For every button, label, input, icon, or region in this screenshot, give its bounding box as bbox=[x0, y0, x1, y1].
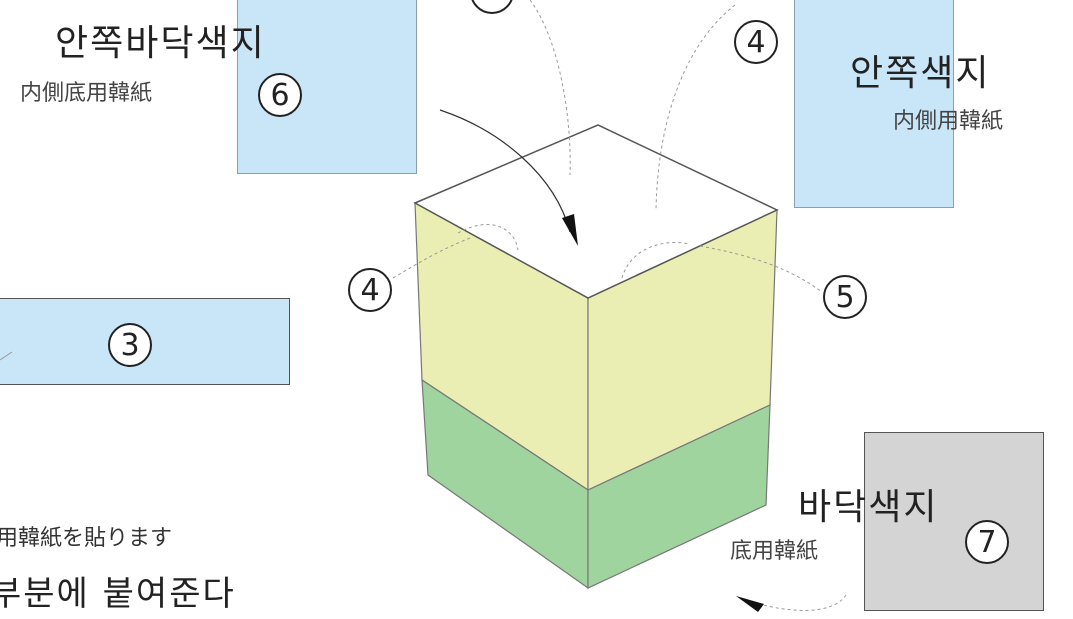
arrow-head-left bbox=[736, 596, 764, 612]
box-top-opening bbox=[413, 124, 779, 299]
inner-side-label-jp: 内側用韓紙 bbox=[893, 109, 1004, 134]
step-number-5: 5 bbox=[823, 275, 867, 319]
arrow-head-down bbox=[562, 214, 578, 246]
step-number-6: 6 bbox=[258, 73, 302, 117]
instruction-ko: 부분에 붙여준다 bbox=[0, 574, 236, 614]
inner-side-label-ko: 안쪽색지 bbox=[850, 53, 991, 94]
step-number-3: 3 bbox=[108, 323, 152, 367]
bottom-label-jp: 底用韓紙 bbox=[730, 539, 819, 564]
inner-bottom-label-ko: 안쪽바닥색지 bbox=[55, 23, 266, 64]
bottom-label-ko: 바닥색지 bbox=[798, 487, 939, 528]
box-right-lower-face bbox=[587, 404, 771, 589]
step-number-7: 7 bbox=[965, 520, 1009, 564]
inner-bottom-label-jp: 内側底用韓紙 bbox=[20, 81, 153, 106]
instruction-jp: 用韓紙を貼ります bbox=[0, 526, 173, 551]
bottom-paper bbox=[864, 432, 1044, 611]
step-number-4-top: 4 bbox=[734, 20, 778, 64]
step-number-4-left: 4 bbox=[348, 268, 392, 312]
inner-side-paper bbox=[794, 0, 954, 208]
